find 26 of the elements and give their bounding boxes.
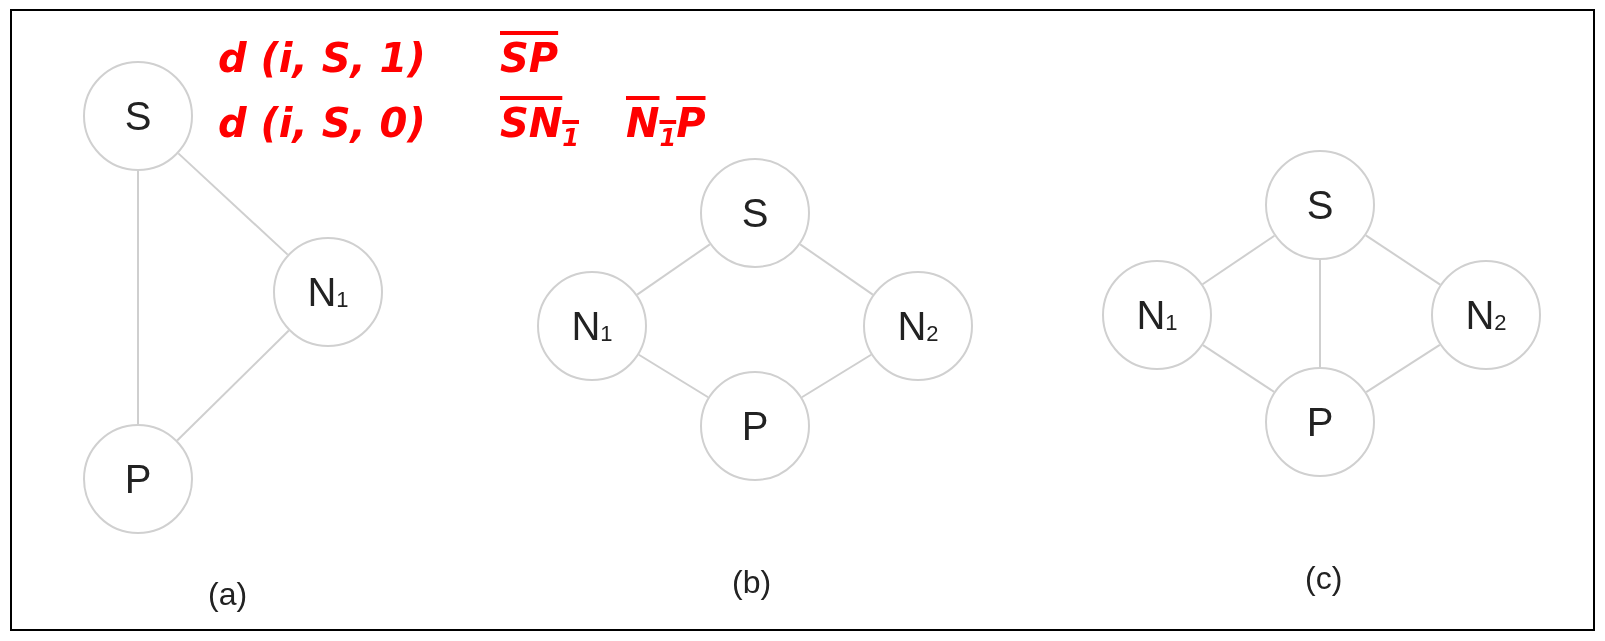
node-label: S [741,193,769,233]
connector-line [137,170,139,425]
node-label: S [124,96,152,136]
connector-line [1319,259,1321,368]
segment-label: SN$_{1}$ [500,103,579,150]
connector-line [637,353,710,399]
connector-line [1364,234,1442,286]
node-label: P [124,459,152,499]
node-label: P [1306,402,1334,442]
subfigure-caption: (a) [208,578,248,610]
connector-line [800,353,873,399]
connector-line [1365,343,1441,394]
formula-text: d (i, S, 0) [218,103,426,143]
formula-text: d (i, S, 1) [218,38,426,78]
connector-line [176,329,290,442]
node-label: P [741,406,769,446]
connector-line [799,243,874,296]
connector-line [1201,234,1276,286]
node-label: S [1306,185,1334,225]
subfigure-caption: (b) [732,566,772,598]
segment-label: N$_{1}$P [626,103,706,150]
connector-line [177,152,289,256]
segment-label: SP [500,38,559,78]
connector-line [1202,344,1275,393]
connector-line [636,243,711,296]
subfigure-caption: (c) [1305,562,1343,594]
